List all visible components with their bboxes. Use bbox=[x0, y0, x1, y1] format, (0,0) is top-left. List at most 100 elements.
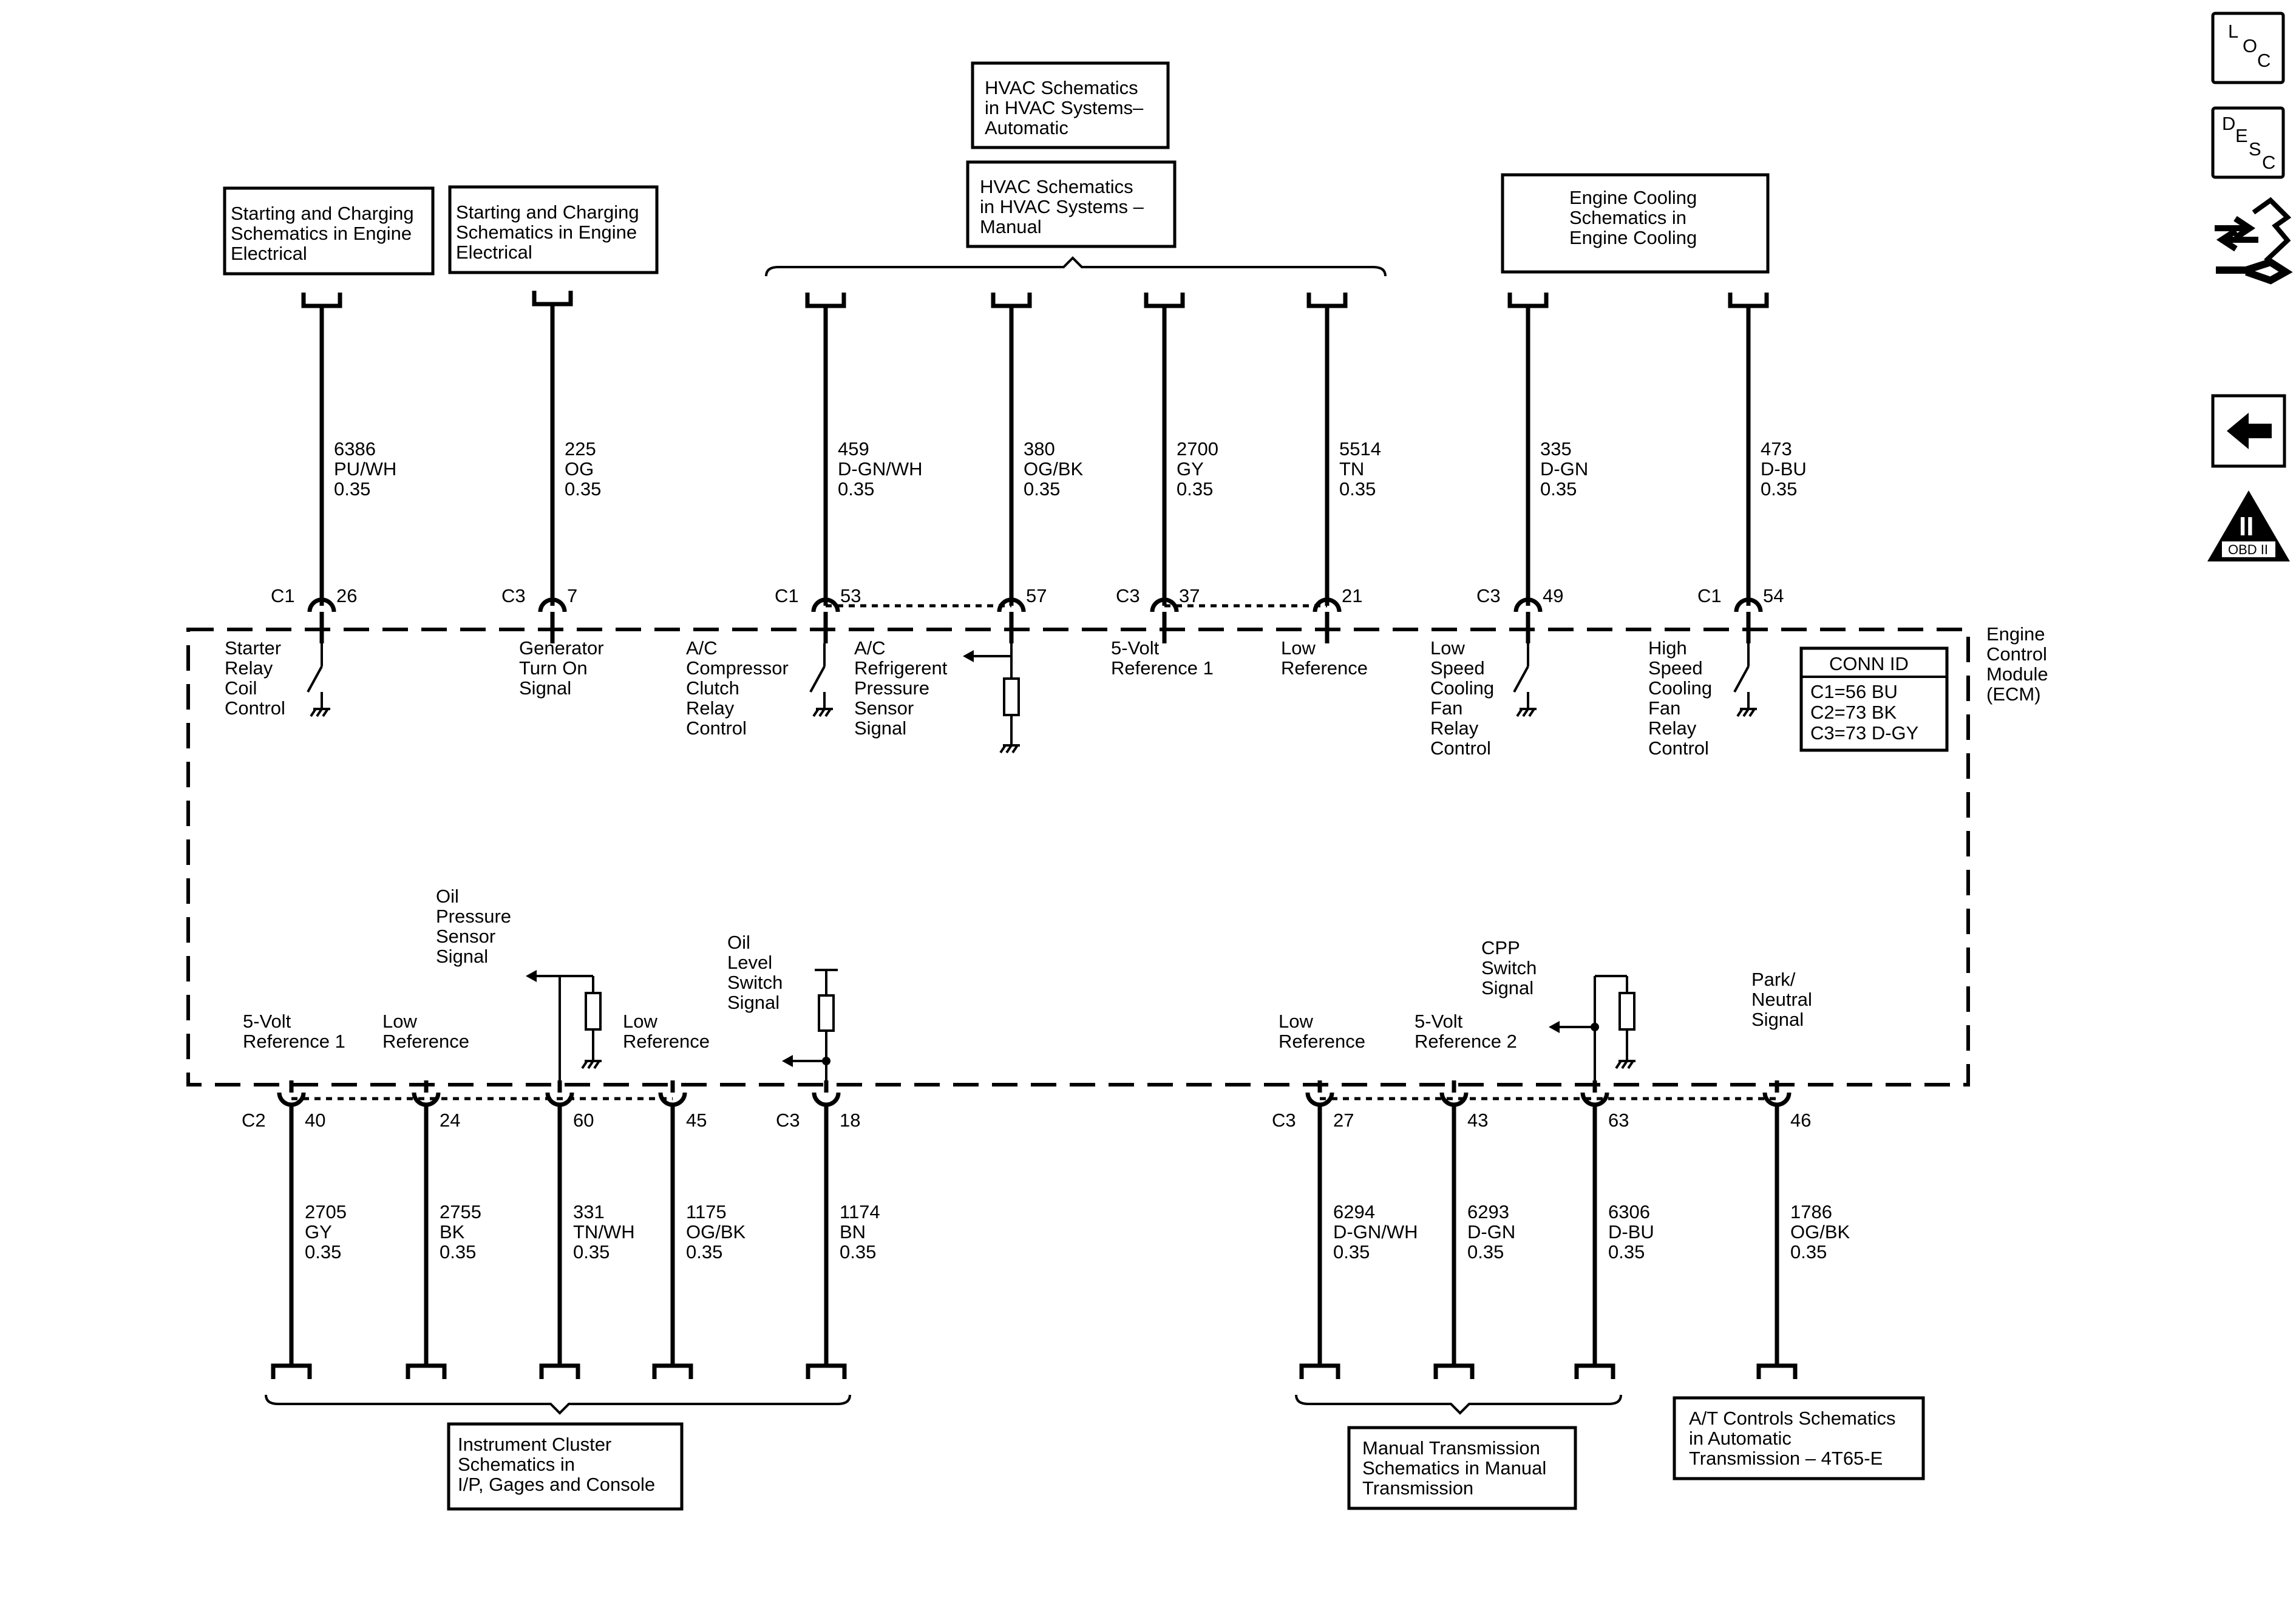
ref-box-engine-cooling[interactable]: Engine Cooling Schematics in Engine Cool… bbox=[1501, 173, 1770, 274]
ref-box-manual-transmission[interactable]: Manual Transmission Schematics in Manual… bbox=[1347, 1426, 1577, 1510]
wire-color: OG bbox=[565, 458, 594, 480]
signal-label: Signal bbox=[519, 677, 571, 699]
top-circuit-49: 335D-GN0.3549C3LowSpeedCoolingFanRelayCo… bbox=[1430, 293, 1588, 759]
wire-color: D-BU bbox=[1608, 1221, 1654, 1242]
conn-id-row: C1=56 BU bbox=[1810, 681, 1898, 702]
wire-terminal bbox=[1728, 293, 1769, 308]
wire-color: D-GN/WH bbox=[1333, 1221, 1418, 1242]
ecm-label-line: Engine bbox=[1986, 623, 2045, 645]
pin-number: 60 bbox=[573, 1110, 594, 1131]
signal-label: Oil bbox=[727, 932, 750, 953]
ground-hatch bbox=[1615, 1060, 1622, 1070]
wire-terminal bbox=[539, 1363, 580, 1379]
pin-number: 37 bbox=[1179, 585, 1200, 606]
cpp-switch-signal-circuit bbox=[1549, 975, 1635, 1080]
desc-icon: D bbox=[2222, 113, 2235, 134]
signal-label: Low bbox=[1281, 637, 1316, 659]
wire-gauge: 0.35 bbox=[1024, 478, 1060, 500]
ref-box-starting-charging-2[interactable]: Starting and Charging Schematics in Engi… bbox=[448, 185, 659, 274]
circuit-number: 6306 bbox=[1608, 1201, 1650, 1222]
conn-id-title: CONN ID bbox=[1829, 653, 1909, 674]
wire-color: D-GN bbox=[1540, 458, 1588, 480]
ground-hatch bbox=[1621, 1060, 1628, 1070]
signal-label: Speed bbox=[1648, 657, 1703, 679]
loc-icon: L bbox=[2228, 21, 2238, 42]
connector-wrench-icon[interactable] bbox=[2215, 197, 2293, 285]
signal-label: Signal bbox=[1751, 1009, 1804, 1030]
wire-gauge: 0.35 bbox=[840, 1241, 876, 1263]
ecm-label-line: (ECM) bbox=[1986, 683, 2041, 705]
pin-number: 40 bbox=[305, 1110, 325, 1131]
ground-hatch bbox=[1516, 708, 1523, 717]
signal-label: Reference bbox=[623, 1031, 710, 1052]
connector-id: C1 bbox=[271, 585, 295, 606]
circuit-number: 331 bbox=[573, 1201, 605, 1222]
wire-gauge: 0.35 bbox=[1790, 1241, 1827, 1263]
signal-label: High bbox=[1648, 637, 1687, 659]
desc-icon: S bbox=[2249, 138, 2261, 160]
ground-hatch bbox=[316, 708, 323, 717]
top-circuit-57: 380OG/BK0.3557A/CRefrigerentPressureSens… bbox=[854, 293, 1084, 739]
ref-box-line: I/P, Gages and Console bbox=[458, 1474, 655, 1495]
connector-pin bbox=[1734, 597, 1763, 612]
signal-label: Reference bbox=[1281, 657, 1368, 679]
wire-gauge: 0.35 bbox=[1540, 478, 1577, 500]
signal-label: Relay bbox=[225, 657, 273, 679]
pin-number: 63 bbox=[1608, 1110, 1629, 1131]
ref-box-line: Transmission – 4T65-E bbox=[1689, 1448, 1883, 1469]
top-circuit-53: 459D-GN/WH0.3553C1A/CCompressorClutchRel… bbox=[686, 293, 922, 739]
circuit-number: 459 bbox=[838, 438, 869, 459]
ecm-label-line: Control bbox=[1986, 643, 2047, 665]
obd-ii-button[interactable]: II OBD II bbox=[2207, 490, 2290, 561]
signal-label: Neutral bbox=[1751, 989, 1812, 1010]
ref-box-auto-transmission[interactable]: A/T Controls Schematics in Automatic Tra… bbox=[1673, 1396, 1925, 1480]
ref-box-line: Electrical bbox=[231, 243, 307, 264]
ref-box-line: in HVAC Systems – bbox=[980, 196, 1144, 217]
loc-button[interactable]: L O C bbox=[2211, 12, 2285, 84]
ground-hatch bbox=[824, 708, 832, 717]
desc-button[interactable]: D E S C bbox=[2211, 106, 2285, 179]
ref-box-hvac-automatic[interactable]: HVAC Schematics in HVAC Systems– Automat… bbox=[971, 61, 1170, 149]
back-button[interactable] bbox=[2211, 394, 2286, 468]
ground-hatch bbox=[1736, 708, 1744, 717]
connector-pin bbox=[307, 597, 336, 612]
signal-label: 5-Volt bbox=[243, 1011, 291, 1032]
connector-id: C3 bbox=[1272, 1110, 1296, 1131]
connector-id: C3 bbox=[501, 585, 526, 606]
connector-pin bbox=[1305, 1092, 1334, 1107]
ground-icon bbox=[812, 708, 833, 717]
ground-hatch bbox=[1748, 708, 1756, 717]
connector-id: C2 bbox=[242, 1110, 266, 1131]
wire-gauge: 0.35 bbox=[565, 478, 601, 500]
signal-label: Reference bbox=[1279, 1031, 1365, 1052]
connector-pin bbox=[1150, 597, 1179, 612]
wire-color: GY bbox=[1177, 458, 1204, 480]
signal-label: Control bbox=[1648, 737, 1709, 759]
signal-label: Turn On bbox=[519, 657, 588, 679]
signal-label: Sensor bbox=[854, 697, 914, 719]
ground-hatch bbox=[1742, 708, 1750, 717]
ref-box-line: Engine Cooling bbox=[1569, 187, 1697, 208]
ref-box-hvac-manual[interactable]: HVAC Schematics in HVAC Systems – Manual bbox=[966, 160, 1177, 248]
wire-terminal bbox=[1574, 1363, 1615, 1379]
connector-pin bbox=[1439, 1092, 1469, 1107]
signal-label: Level bbox=[727, 952, 772, 973]
wire-color: TN/WH bbox=[573, 1221, 635, 1242]
loc-icon: O bbox=[2243, 35, 2257, 56]
ground-hatch bbox=[593, 1060, 600, 1070]
wire-gauge: 0.35 bbox=[1333, 1241, 1370, 1263]
signal-label: Fan bbox=[1648, 697, 1680, 719]
ref-box-instrument-cluster[interactable]: Instrument Cluster Schematics in I/P, Ga… bbox=[447, 1422, 684, 1511]
back-arrow-icon bbox=[2227, 413, 2272, 449]
connector-pin bbox=[538, 597, 567, 612]
circuit-number: 1175 bbox=[686, 1201, 727, 1222]
ref-box-starting-charging-1[interactable]: Starting and Charging Schematics in Engi… bbox=[223, 186, 435, 276]
ground-icon bbox=[310, 708, 330, 717]
signal-label: Reference 2 bbox=[1415, 1031, 1517, 1052]
wire-color: OG/BK bbox=[1790, 1221, 1850, 1242]
ref-box-line: Instrument Cluster bbox=[458, 1434, 611, 1455]
ref-box-line: HVAC Schematics bbox=[980, 176, 1133, 197]
